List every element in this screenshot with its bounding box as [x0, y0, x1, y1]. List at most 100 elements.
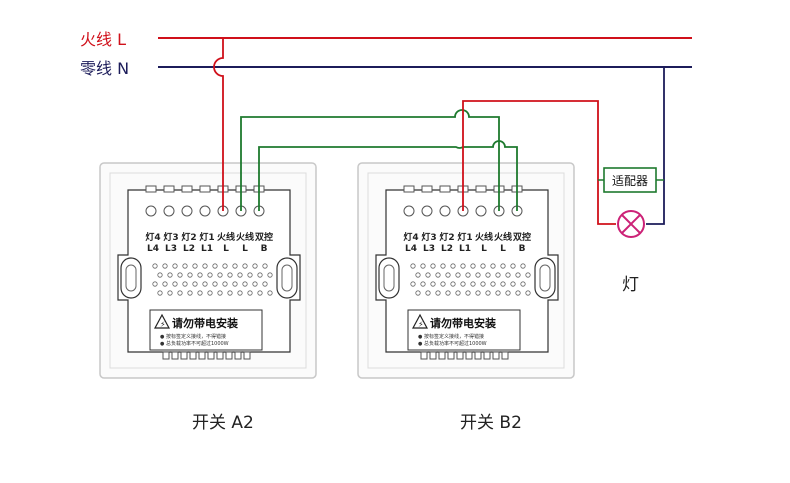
- live-line-label: 火线 L: [80, 30, 126, 49]
- vent-hole: [465, 290, 471, 296]
- switch-b2-term-7-bottom: B: [519, 244, 526, 254]
- vent-hole: [232, 281, 238, 287]
- vent-hole: [470, 263, 476, 269]
- switch-b2: 灯4 灯3 灯2 灯1 火线 火线 双控 L4 L3 L2 L1 L L B ⚡…: [357, 162, 575, 433]
- switch-b2-term-7-top: 双控: [513, 231, 531, 243]
- vent-hole: [510, 281, 516, 287]
- switch-a2-term-3-bottom: L2: [183, 244, 195, 254]
- vent-hole: [435, 290, 441, 296]
- vent-hole: [242, 281, 248, 287]
- switch-b2-term-6-bottom: L: [500, 244, 506, 254]
- vent-hole: [475, 290, 481, 296]
- switch-a2-term-2-bottom: L3: [165, 244, 177, 254]
- vent-hole: [157, 272, 163, 278]
- switch-b2-term-3-bottom: L2: [441, 244, 453, 254]
- svg-text:⚡: ⚡: [418, 320, 424, 329]
- vent-hole: [257, 290, 263, 296]
- vent-hole: [425, 272, 431, 278]
- vent-hole: [485, 290, 491, 296]
- vent-hole: [237, 272, 243, 278]
- vent-hole: [470, 281, 476, 287]
- lamp-symbol: [617, 210, 645, 238]
- switch-a2-warning-label: [149, 309, 263, 351]
- switch-b2-bottom-tabs: [420, 351, 509, 360]
- vent-hole: [520, 263, 526, 269]
- vent-hole: [450, 263, 456, 269]
- switch-b2-term-5-top: 火线: [475, 231, 493, 243]
- vent-hole: [152, 281, 158, 287]
- vent-hole: [415, 290, 421, 296]
- vent-hole: [460, 263, 466, 269]
- switch-a2-caption: 开关 A2: [192, 413, 254, 433]
- switch-a2-warning-title: 请勿带电安装: [172, 316, 238, 330]
- switch-b2-term-3-top: 灯2: [439, 231, 454, 243]
- vent-hole: [162, 281, 168, 287]
- switch-b2-slot-left-inner: [383, 264, 395, 292]
- vent-hole: [505, 290, 511, 296]
- vent-hole: [500, 263, 506, 269]
- vent-hole: [197, 272, 203, 278]
- vent-hole: [177, 272, 183, 278]
- control-wire-inner: [258, 140, 518, 211]
- vent-hole: [495, 290, 501, 296]
- vent-hole: [197, 290, 203, 296]
- vent-hole: [222, 263, 228, 269]
- warning-icon: [153, 313, 171, 329]
- switch-a2-slot-right: [276, 257, 298, 299]
- vent-hole: [455, 272, 461, 278]
- vent-hole: [475, 272, 481, 278]
- vent-hole: [247, 272, 253, 278]
- switch-b2-vents: [410, 263, 531, 296]
- vent-hole: [525, 272, 531, 278]
- switch-b2-term-1-bottom: L4: [405, 244, 417, 254]
- vent-hole: [460, 281, 466, 287]
- switch-a2: 灯4 灯3 灯2 灯1 火线 火线 双控 L4 L3 L2 L1 L L B ⚡…: [99, 162, 317, 433]
- vent-hole: [445, 290, 451, 296]
- switch-b2-term-4-top: 灯1: [457, 231, 472, 243]
- vent-hole: [227, 272, 233, 278]
- switch-a2-term-5-top: 火线: [217, 231, 235, 243]
- switch-b2-warning-title: 请勿带电安装: [430, 316, 496, 330]
- vent-hole: [455, 290, 461, 296]
- vent-hole: [257, 272, 263, 278]
- vent-hole: [217, 290, 223, 296]
- vent-hole: [480, 263, 486, 269]
- switch-a2-bottom-tabs: [162, 351, 251, 360]
- vent-hole: [410, 263, 416, 269]
- vent-hole: [267, 290, 273, 296]
- vent-hole: [505, 272, 511, 278]
- vent-hole: [182, 263, 188, 269]
- vent-hole: [425, 290, 431, 296]
- switch-a2-term-6-top: 火线: [236, 231, 254, 243]
- neutral-line-label: 零线 N: [80, 59, 129, 78]
- vent-hole: [162, 263, 168, 269]
- vent-hole: [515, 272, 521, 278]
- vent-hole: [207, 290, 213, 296]
- vent-hole: [450, 281, 456, 287]
- switch-b2-term-4-bottom: L1: [459, 244, 471, 254]
- switched-live-wire: [462, 100, 616, 225]
- switch-a2-term-1-top: 灯4: [145, 231, 160, 243]
- adapter-label: 适配器: [612, 174, 648, 188]
- vent-hole: [232, 263, 238, 269]
- switch-b2-warning-line1: ● 按标签定义接线，不得错接: [418, 333, 484, 340]
- vent-hole: [202, 263, 208, 269]
- vent-hole: [202, 281, 208, 287]
- vent-hole: [227, 290, 233, 296]
- vent-hole: [177, 290, 183, 296]
- switch-a2-slot-right-inner: [281, 264, 293, 292]
- vent-hole: [440, 263, 446, 269]
- vent-hole: [192, 263, 198, 269]
- switch-a2-term-3-top: 灯2: [181, 231, 196, 243]
- vent-hole: [217, 272, 223, 278]
- switch-a2-term-4-top: 灯1: [199, 231, 214, 243]
- vent-hole: [490, 281, 496, 287]
- vent-hole: [187, 290, 193, 296]
- switch-a2-term-5-bottom: L: [223, 244, 229, 254]
- switch-b2-term-2-bottom: L3: [423, 244, 435, 254]
- vent-hole: [480, 281, 486, 287]
- live-feed-wire-a2: [213, 38, 224, 211]
- warning-icon: [411, 313, 429, 329]
- control-wire-outer: [240, 109, 500, 211]
